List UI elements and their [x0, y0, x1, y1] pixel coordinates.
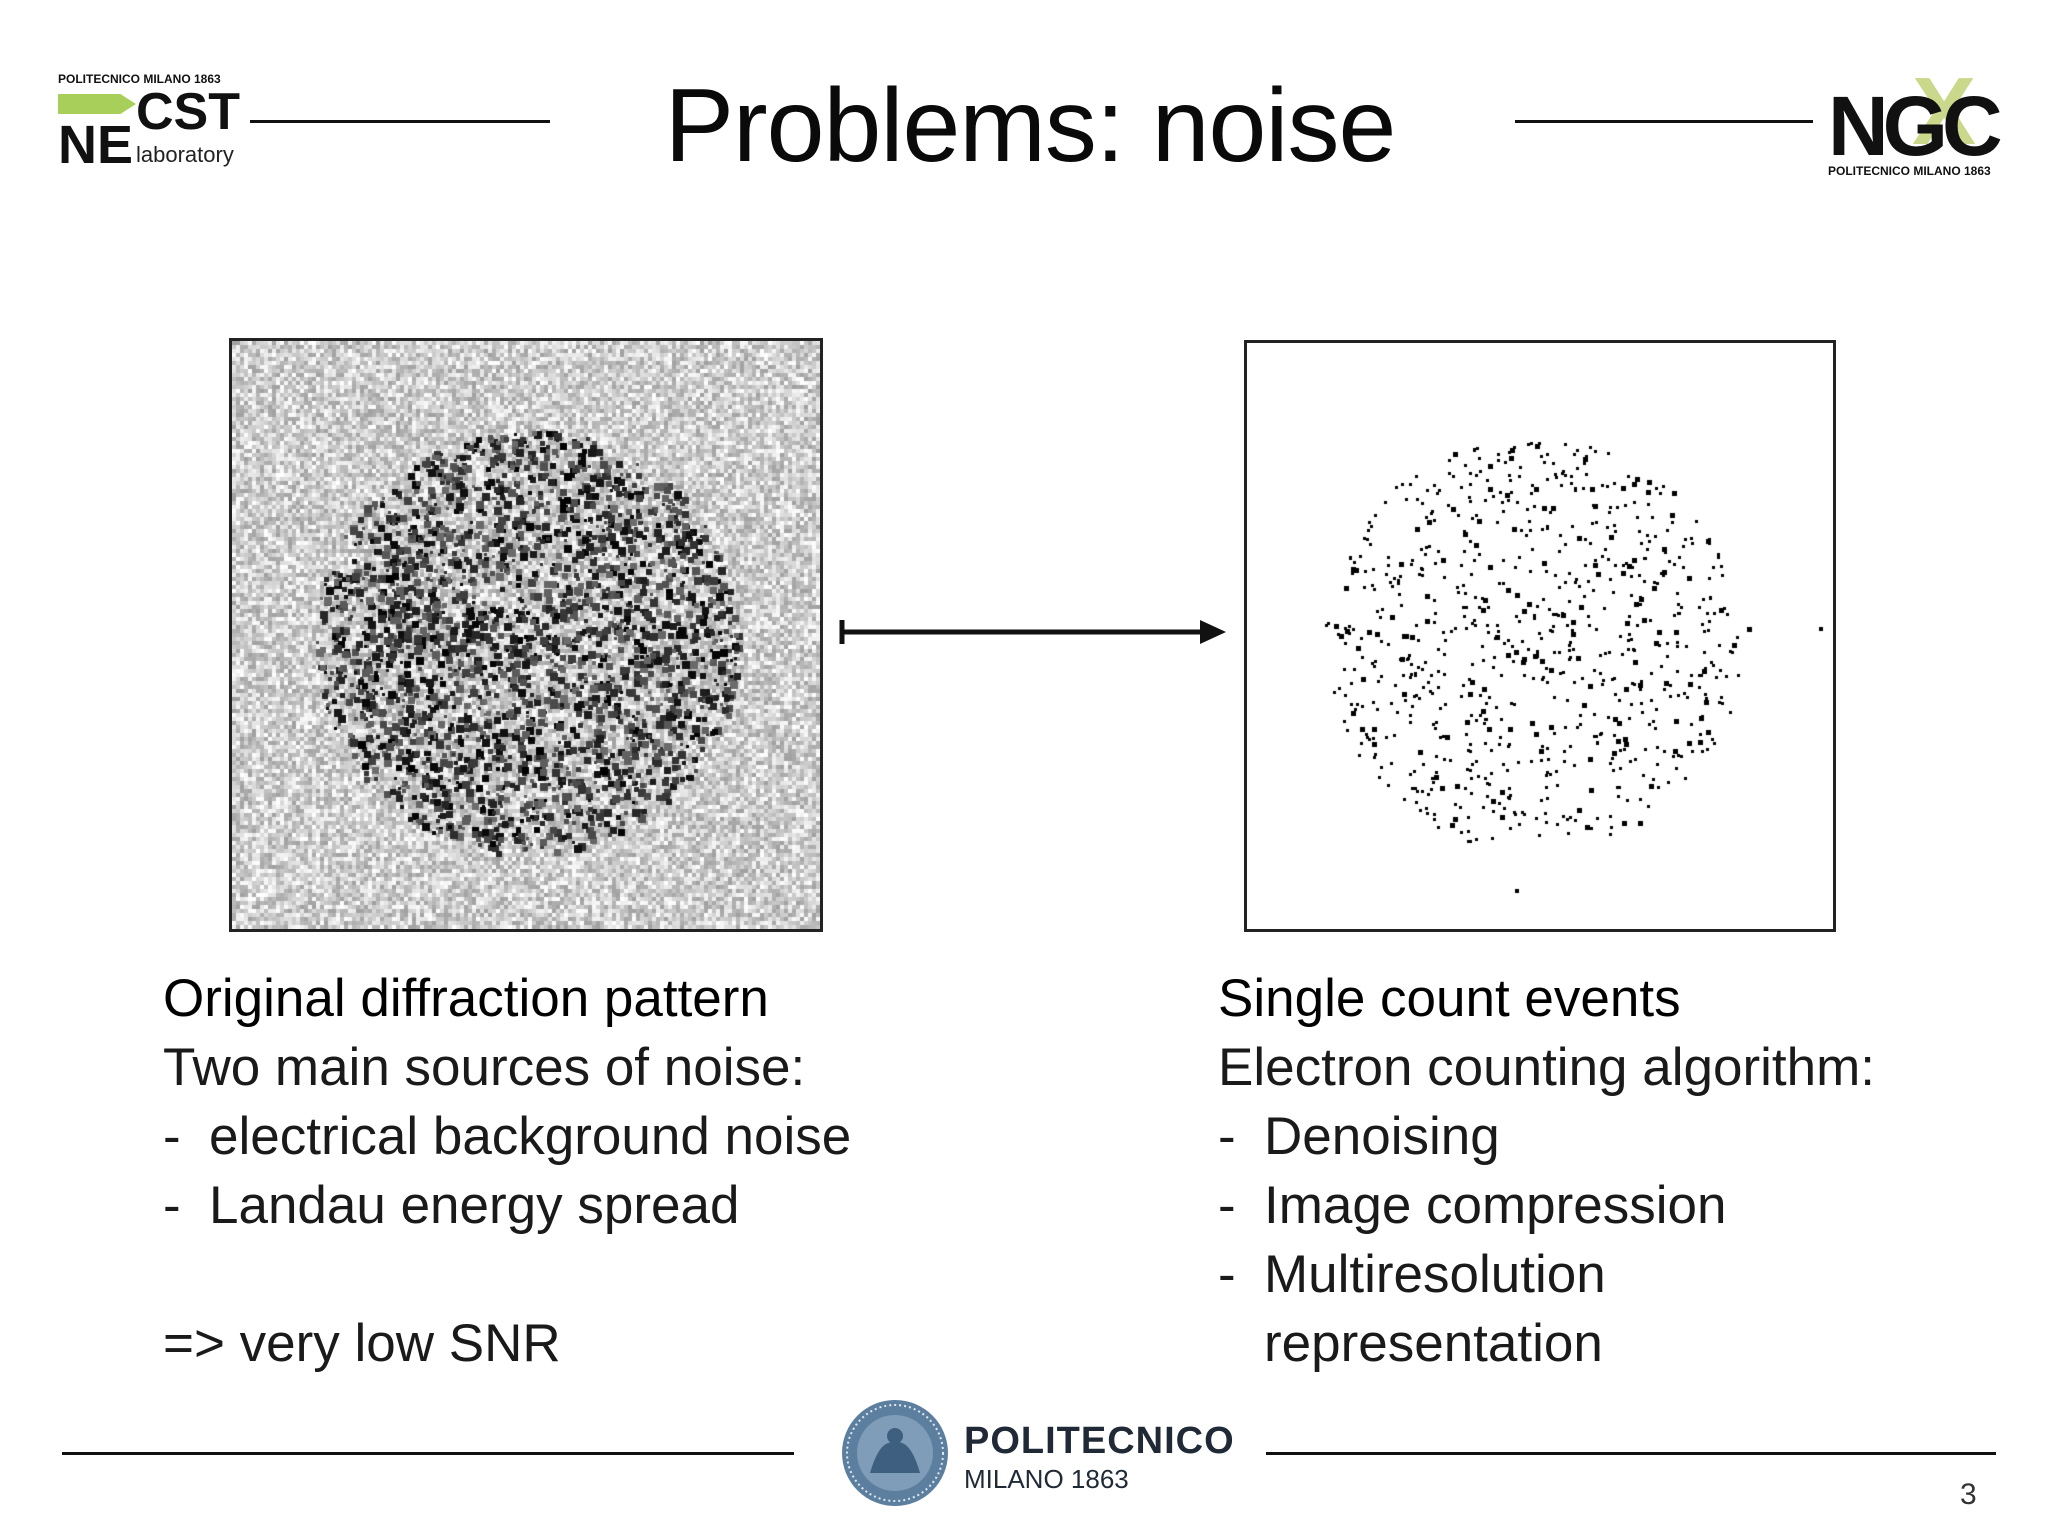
- page-title: Problems: noise: [664, 68, 1397, 184]
- ngc-logo-text: NGC: [1828, 79, 2003, 173]
- footer-rule-right: [1266, 1452, 1996, 1455]
- ngc-logo: X NGC POLITECNICO MILANO 1863: [1820, 62, 2010, 182]
- necst-logo-sub: laboratory: [136, 142, 234, 167]
- header-rule-right: [1515, 120, 1813, 123]
- polimi-line2: MILANO 1863: [964, 1464, 1129, 1494]
- left-heading: Original diffraction pattern: [163, 969, 769, 1028]
- polimi-logo: POLITECNICO MILANO 1863: [840, 1398, 1234, 1510]
- right-caption: Single count events Electron counting al…: [1218, 964, 1875, 1378]
- right-subheading: Electron counting algorithm:: [1218, 1038, 1875, 1097]
- bullet-dash: -: [163, 1176, 181, 1235]
- right-bullet: -Image compression: [1218, 1171, 1875, 1240]
- left-conclusion: => very low SNR: [163, 1314, 561, 1373]
- bullet-dash: -: [1218, 1245, 1236, 1304]
- page-number: 3: [1960, 1478, 1977, 1511]
- spacer: [163, 1240, 851, 1309]
- right-continuation: representation: [1218, 1309, 1875, 1378]
- bullet-dash: -: [1218, 1107, 1236, 1166]
- necst-logo-ne: NE: [58, 115, 134, 175]
- header-rule-left: [250, 120, 550, 123]
- right-bullet: -Multiresolution: [1218, 1240, 1875, 1309]
- ngc-logo-sub: POLITECNICO MILANO 1863: [1828, 164, 1991, 178]
- necst-logo-accent: [58, 94, 136, 114]
- necst-logo-cst: CST: [136, 83, 240, 141]
- original-diffraction-image: [229, 338, 823, 932]
- bullet-text: Landau energy spread: [209, 1176, 740, 1235]
- bullet-text: Image compression: [1264, 1176, 1727, 1235]
- necst-logo: POLITECNICO MILANO 1863 CST NE laborator…: [58, 72, 248, 172]
- left-bullet: -electrical background noise: [163, 1102, 851, 1171]
- right-bullet: -Denoising: [1218, 1102, 1875, 1171]
- continuation-text: representation: [1264, 1314, 1603, 1373]
- noisy-pattern-canvas: [232, 341, 820, 929]
- necst-logo-top-text: POLITECNICO MILANO 1863: [58, 72, 221, 86]
- polimi-line1: POLITECNICO: [964, 1420, 1235, 1462]
- sparse-pattern-canvas: [1247, 343, 1833, 929]
- bullet-text: electrical background noise: [209, 1107, 852, 1166]
- polimi-seal-icon: [842, 1400, 948, 1506]
- footer-rule-left: [62, 1452, 794, 1455]
- right-heading: Single count events: [1218, 969, 1681, 1028]
- single-count-image: [1244, 340, 1836, 932]
- bullet-text: Denoising: [1264, 1107, 1500, 1166]
- left-caption: Original diffraction pattern Two main so…: [163, 964, 851, 1378]
- arrow-icon: [839, 620, 1226, 644]
- ngc-logo-accent: X: [1912, 58, 1977, 165]
- bullet-text: Multiresolution: [1264, 1245, 1606, 1304]
- left-bullet: -Landau energy spread: [163, 1171, 851, 1240]
- left-subheading: Two main sources of noise:: [163, 1038, 806, 1097]
- bullet-dash: -: [1218, 1176, 1236, 1235]
- bullet-dash: -: [163, 1107, 181, 1166]
